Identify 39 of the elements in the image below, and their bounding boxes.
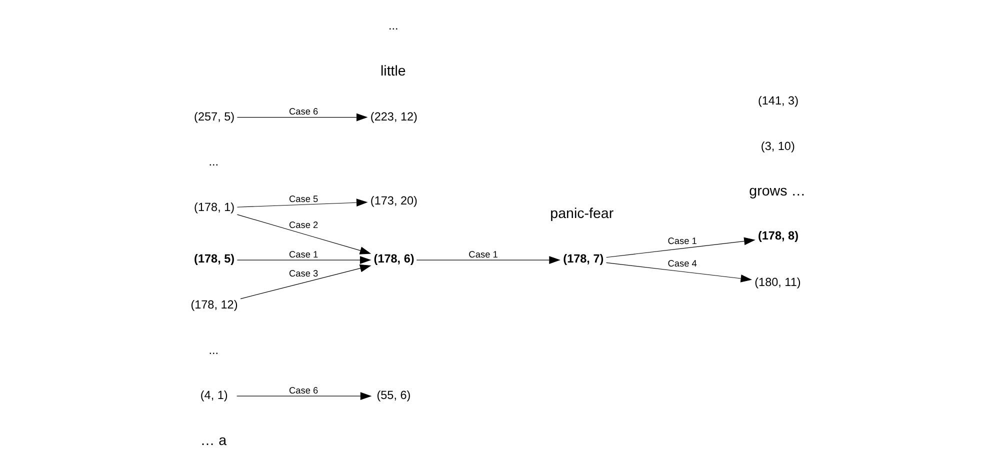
label: (141, 3)	[758, 94, 798, 108]
arrow	[236, 392, 372, 400]
arrow	[416, 256, 560, 264]
edge-label: Case 3	[288, 268, 318, 279]
arrow	[240, 264, 372, 300]
label: little	[380, 63, 406, 80]
arrow	[236, 256, 372, 264]
label: grows …	[749, 183, 806, 200]
label: ...	[208, 344, 219, 357]
node-text: (178, 8)	[758, 230, 798, 243]
node-text: (223, 12)	[370, 110, 418, 124]
edge-label: Case 1	[288, 249, 318, 260]
edge-label: Case 6	[288, 106, 318, 117]
edge-label: Case 5	[288, 194, 318, 204]
label: ...	[388, 20, 398, 33]
node-text: (178, 5)	[194, 252, 235, 266]
arrow	[606, 237, 756, 258]
arrow	[236, 198, 368, 208]
node-text: (173, 20)	[370, 194, 418, 208]
node-text: (178, 7)	[563, 252, 604, 266]
node-text: (180, 11)	[754, 276, 801, 289]
label: ...	[208, 156, 219, 169]
edge-label: Case 4	[668, 258, 697, 269]
label: (3, 10)	[760, 140, 795, 153]
node-text: (257, 5)	[194, 110, 235, 124]
arrow	[606, 262, 752, 282]
edge-label: Case 2	[288, 220, 318, 230]
edge-label: Case 1	[468, 249, 498, 260]
arrow	[236, 214, 372, 254]
node-text: (4, 1)	[200, 389, 228, 402]
node-text: (178, 1)	[194, 201, 235, 214]
edge-label: Case 1	[668, 236, 697, 246]
label: … a	[200, 432, 227, 449]
node-text: (178, 6)	[374, 252, 414, 266]
node-text: (178, 12)	[190, 298, 238, 312]
arrow	[236, 113, 368, 122]
edge-label: Case 6	[288, 385, 318, 396]
node-text: (55, 6)	[376, 389, 411, 402]
label: panic-fear	[550, 206, 614, 222]
